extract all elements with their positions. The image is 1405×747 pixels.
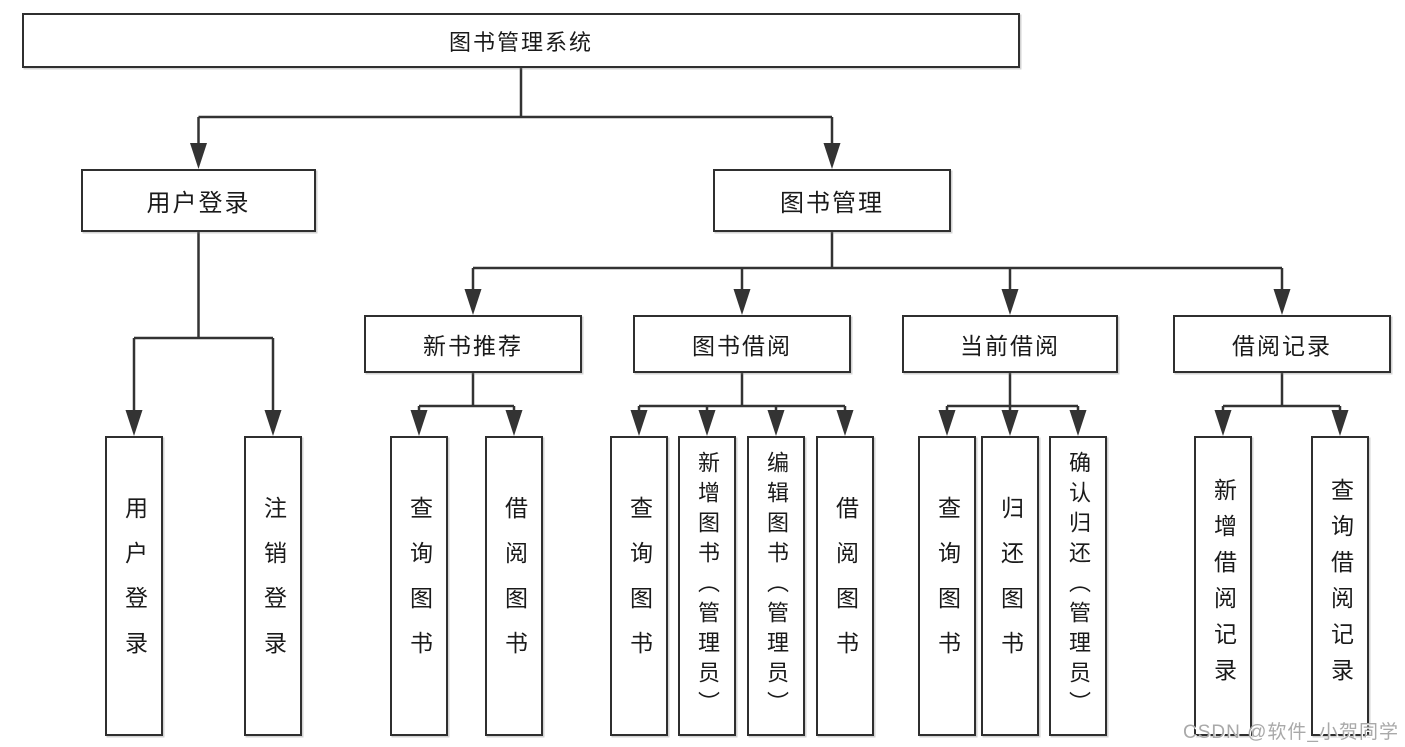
node-new-book-recommend: 新书推荐 — [364, 315, 582, 373]
leaf-label: 编辑图书（管理员） — [764, 451, 789, 721]
node-leaf-query-borrow-record: 查询借阅记录 — [1311, 436, 1369, 736]
leaf-label: 查询借阅记录 — [1327, 478, 1354, 694]
node-borrow-record: 借阅记录 — [1173, 315, 1391, 373]
node-leaf-borrow-books-2: 借阅图书 — [816, 436, 874, 736]
leaf-label: 新增借阅记录 — [1210, 478, 1237, 694]
leaf-label: 查询图书 — [626, 496, 653, 676]
node-library-system: 图书管理系统 — [22, 13, 1020, 68]
node-leaf-query-books-1: 查询图书 — [390, 436, 448, 736]
leaf-label: 借阅图书 — [832, 496, 859, 676]
node-leaf-add-book-admin: 新增图书（管理员） — [678, 436, 736, 736]
node-book-management: 图书管理 — [713, 169, 951, 232]
node-leaf-return-book: 归还图书 — [981, 436, 1039, 736]
node-leaf-logout: 注销登录 — [244, 436, 302, 736]
connector-new-book-children — [410, 373, 523, 436]
connector-root-to-level2 — [190, 68, 841, 169]
connector-book-mgmt-to-level3 — [464, 232, 1291, 315]
node-leaf-edit-book-admin: 编辑图书（管理员） — [747, 436, 805, 736]
node-leaf-confirm-return-admin: 确认归还（管理员） — [1049, 436, 1107, 736]
node-leaf-borrow-books-1: 借阅图书 — [485, 436, 543, 736]
connector-user-login-children — [125, 232, 282, 436]
node-leaf-user-login: 用户登录 — [105, 436, 163, 736]
leaf-label: 查询图书 — [934, 496, 961, 676]
node-book-borrow: 图书借阅 — [633, 315, 851, 373]
node-leaf-query-books-2: 查询图书 — [610, 436, 668, 736]
connector-borrow-record-children — [1214, 373, 1349, 436]
node-leaf-add-borrow-record: 新增借阅记录 — [1194, 436, 1252, 736]
leaf-label: 查询图书 — [406, 496, 433, 676]
csdn-watermark: CSDN @软件_小贺同学 — [1183, 722, 1399, 743]
connector-current-borrow-children — [938, 373, 1087, 436]
leaf-label: 新增图书（管理员） — [695, 451, 720, 721]
node-current-borrow: 当前借阅 — [902, 315, 1118, 373]
connector-book-borrow-children — [630, 373, 854, 436]
node-leaf-query-books-3: 查询图书 — [918, 436, 976, 736]
leaf-label: 借阅图书 — [501, 496, 528, 676]
leaf-label: 归还图书 — [997, 496, 1024, 676]
node-user-login: 用户登录 — [81, 169, 316, 232]
leaf-label: 确认归还（管理员） — [1066, 451, 1091, 721]
leaf-label: 注销登录 — [260, 496, 287, 676]
leaf-label: 用户登录 — [121, 496, 148, 676]
